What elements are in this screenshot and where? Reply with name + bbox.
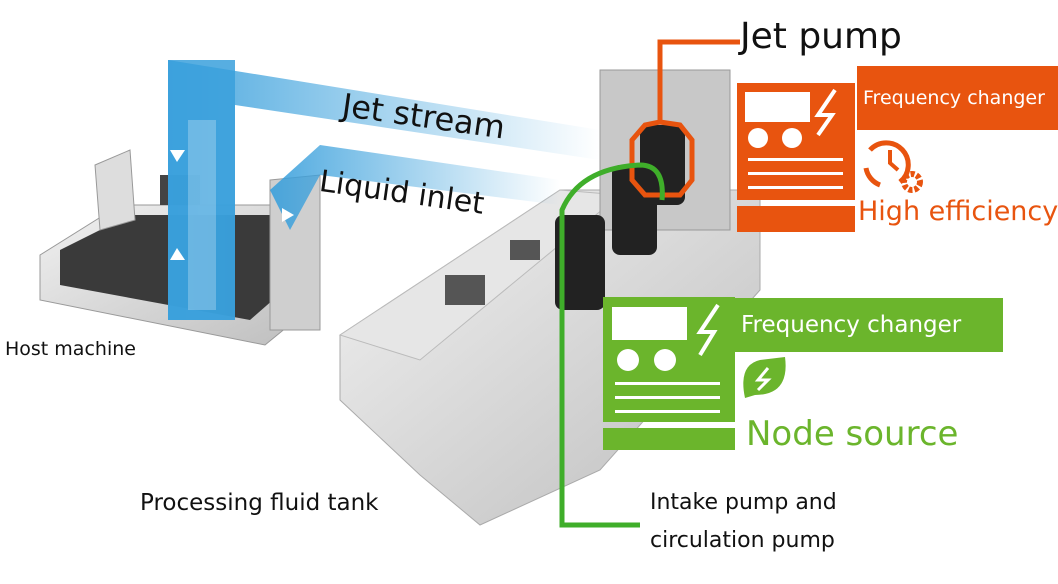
clock-gear-icon xyxy=(863,140,923,193)
jet-pump-frequency-changer-tag: Frequency changer xyxy=(857,66,1058,130)
jet-pump-label: Jet pump xyxy=(740,16,902,57)
liquid-inlet-flow xyxy=(170,145,560,260)
jet-stream-flow xyxy=(168,60,600,320)
node-source-label: Node source xyxy=(746,414,959,454)
flow-arrow-icon xyxy=(282,208,294,222)
intake-pump-frequency-changer-tag: Frequency changer xyxy=(735,298,1003,352)
frequency-changer-device-icon-green xyxy=(603,297,735,450)
intake-pump-label-line2: circulation pump xyxy=(650,528,835,553)
high-efficiency-label: High efficiency xyxy=(858,196,1058,227)
flow-arrow-icon xyxy=(170,248,185,260)
processing-fluid-tank-illustration xyxy=(338,69,761,526)
host-machine-label: Host machine xyxy=(5,338,136,360)
flow-arrow-icon xyxy=(170,150,185,162)
intake-pump-leader-line xyxy=(559,162,665,528)
processing-fluid-tank-label: Processing fluid tank xyxy=(140,490,379,516)
jet-pump-leader-line xyxy=(629,39,740,198)
frequency-changer-device-icon-orange xyxy=(737,83,855,232)
host-machine-illustration xyxy=(39,149,321,346)
intake-pump-label-line1: Intake pump and xyxy=(650,490,837,515)
leaf-lightning-icon xyxy=(743,357,786,398)
